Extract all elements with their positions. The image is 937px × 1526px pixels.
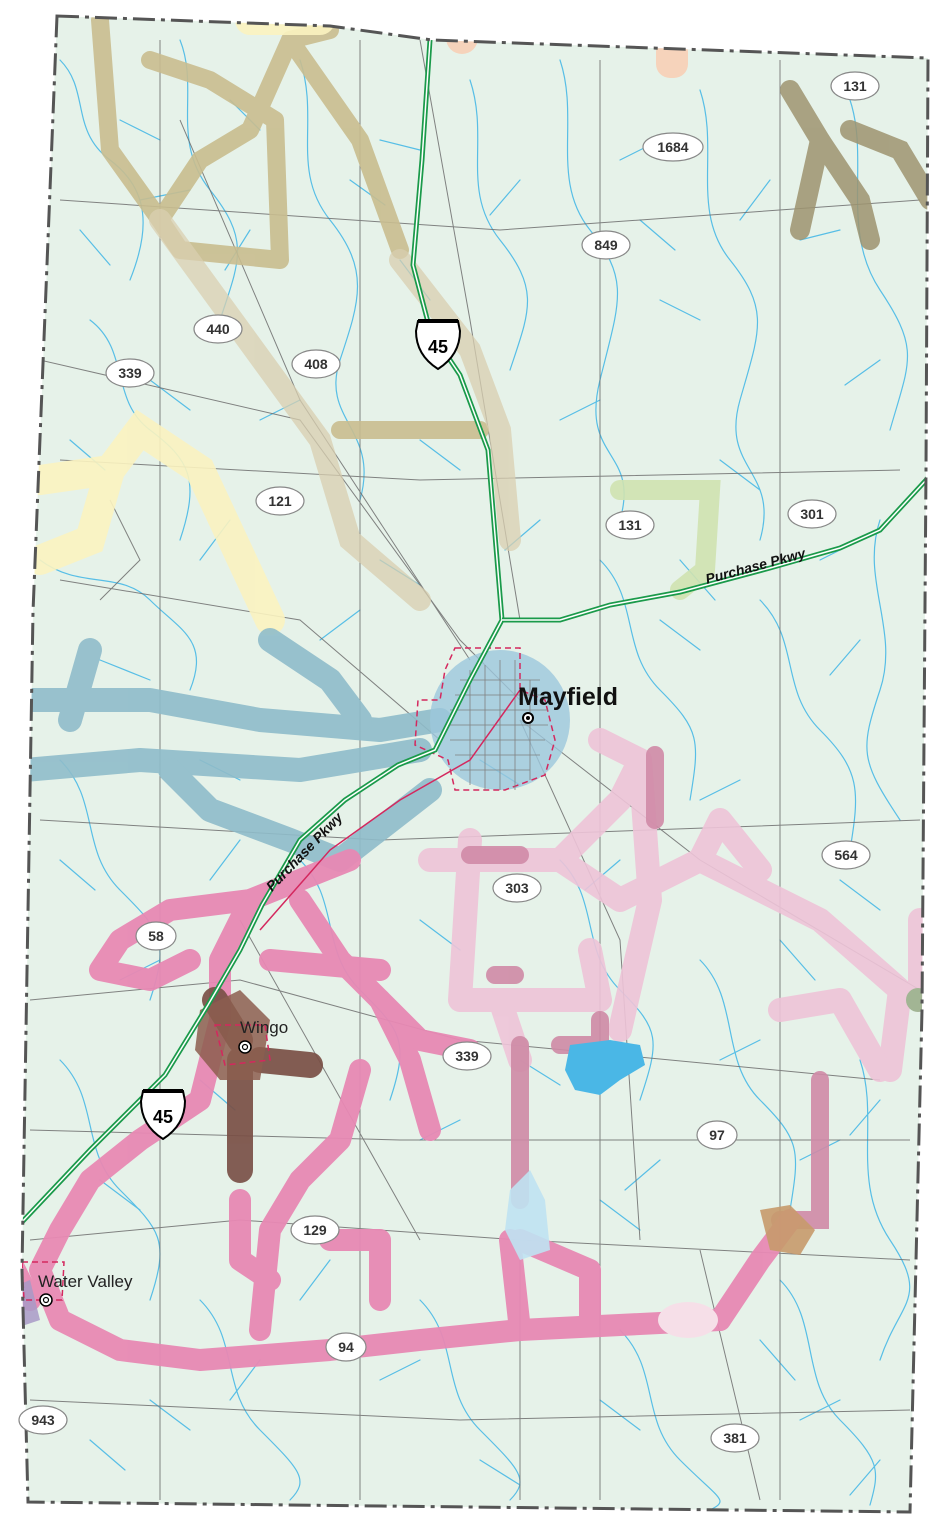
county-border bbox=[20, 14, 930, 1514]
route-shield-943: 943 bbox=[18, 1405, 68, 1435]
route-shield-58: 58 bbox=[135, 921, 177, 951]
route-shield-381: 381 bbox=[710, 1423, 760, 1453]
svg-text:303: 303 bbox=[505, 880, 529, 896]
wingo-city-limits bbox=[214, 1024, 271, 1066]
route-shield-94: 94 bbox=[325, 1332, 367, 1362]
svg-text:131: 131 bbox=[618, 517, 642, 533]
wingo-marker bbox=[238, 1040, 252, 1054]
route-shield-303: 303 bbox=[492, 873, 542, 903]
us-shield-45-south: 45 bbox=[139, 1089, 187, 1141]
city-label-mayfield: Mayfield bbox=[518, 683, 618, 711]
route-shields: 131 1684 849 440 408 339 121 131 301 564… bbox=[18, 71, 880, 1453]
corridor-green bbox=[610, 480, 721, 600]
route-shield-97: 97 bbox=[696, 1120, 738, 1150]
corridor-gray-dot bbox=[906, 988, 928, 1012]
corridor-blue bbox=[22, 628, 452, 872]
us-shield-45-north: 45 bbox=[414, 319, 462, 371]
svg-text:131: 131 bbox=[843, 78, 867, 94]
us-shield-45-south-label: 45 bbox=[153, 1107, 173, 1127]
corridor-tan bbox=[760, 1205, 815, 1255]
route-shield-1684: 1684 bbox=[642, 132, 704, 162]
corridor-lavender bbox=[22, 1280, 40, 1330]
corridor-light-pink bbox=[418, 728, 928, 1082]
route-shield-339-north: 339 bbox=[105, 358, 155, 388]
svg-text:58: 58 bbox=[148, 928, 164, 944]
corridor-dark-olive bbox=[780, 80, 928, 250]
wingo-brown-area bbox=[195, 990, 270, 1080]
route-shield-339-south: 339 bbox=[442, 1041, 492, 1071]
corridor-olive-light bbox=[149, 209, 521, 611]
city-label-water-valley: Water Valley bbox=[38, 1272, 133, 1291]
lake bbox=[565, 1040, 645, 1095]
route-shield-849: 849 bbox=[581, 230, 631, 260]
corridor-light-blue bbox=[505, 1170, 550, 1260]
svg-text:129: 129 bbox=[303, 1222, 327, 1238]
city-markers bbox=[39, 712, 534, 1307]
corridor-light-pink-blob bbox=[658, 1302, 718, 1338]
svg-text:339: 339 bbox=[118, 365, 142, 381]
mayfield-street-grid bbox=[450, 660, 548, 790]
route-shield-121: 121 bbox=[255, 486, 305, 516]
svg-text:97: 97 bbox=[709, 1127, 725, 1143]
route-shield-131-central: 131 bbox=[605, 510, 655, 540]
svg-text:1684: 1684 bbox=[657, 139, 688, 155]
svg-text:339: 339 bbox=[455, 1048, 479, 1064]
svg-text:381: 381 bbox=[723, 1430, 747, 1446]
svg-text:943: 943 bbox=[31, 1412, 55, 1428]
svg-text:408: 408 bbox=[304, 356, 328, 372]
svg-text:440: 440 bbox=[206, 321, 230, 337]
water-valley-marker bbox=[39, 1293, 53, 1307]
route-shield-129: 129 bbox=[290, 1215, 340, 1245]
purchase-parkway bbox=[502, 476, 928, 623]
us-shield-45-north-label: 45 bbox=[428, 337, 448, 357]
svg-text:564: 564 bbox=[834, 847, 858, 863]
route-shield-131-ne: 131 bbox=[830, 71, 880, 101]
mayfield-city-limits bbox=[414, 647, 556, 791]
route-shield-564: 564 bbox=[821, 840, 871, 870]
route-shield-408: 408 bbox=[291, 349, 341, 379]
svg-text:94: 94 bbox=[338, 1339, 354, 1355]
route-shield-440: 440 bbox=[193, 314, 243, 344]
stream-network bbox=[39, 39, 911, 1511]
route-shield-301: 301 bbox=[787, 499, 837, 529]
svg-text:301: 301 bbox=[800, 506, 824, 522]
svg-text:121: 121 bbox=[268, 493, 292, 509]
corridor-peach-3 bbox=[656, 38, 688, 78]
railroad bbox=[259, 689, 521, 931]
city-label-wingo: Wingo bbox=[240, 1018, 288, 1037]
svg-text:849: 849 bbox=[594, 237, 618, 253]
corridor-peach-1 bbox=[446, 22, 478, 54]
